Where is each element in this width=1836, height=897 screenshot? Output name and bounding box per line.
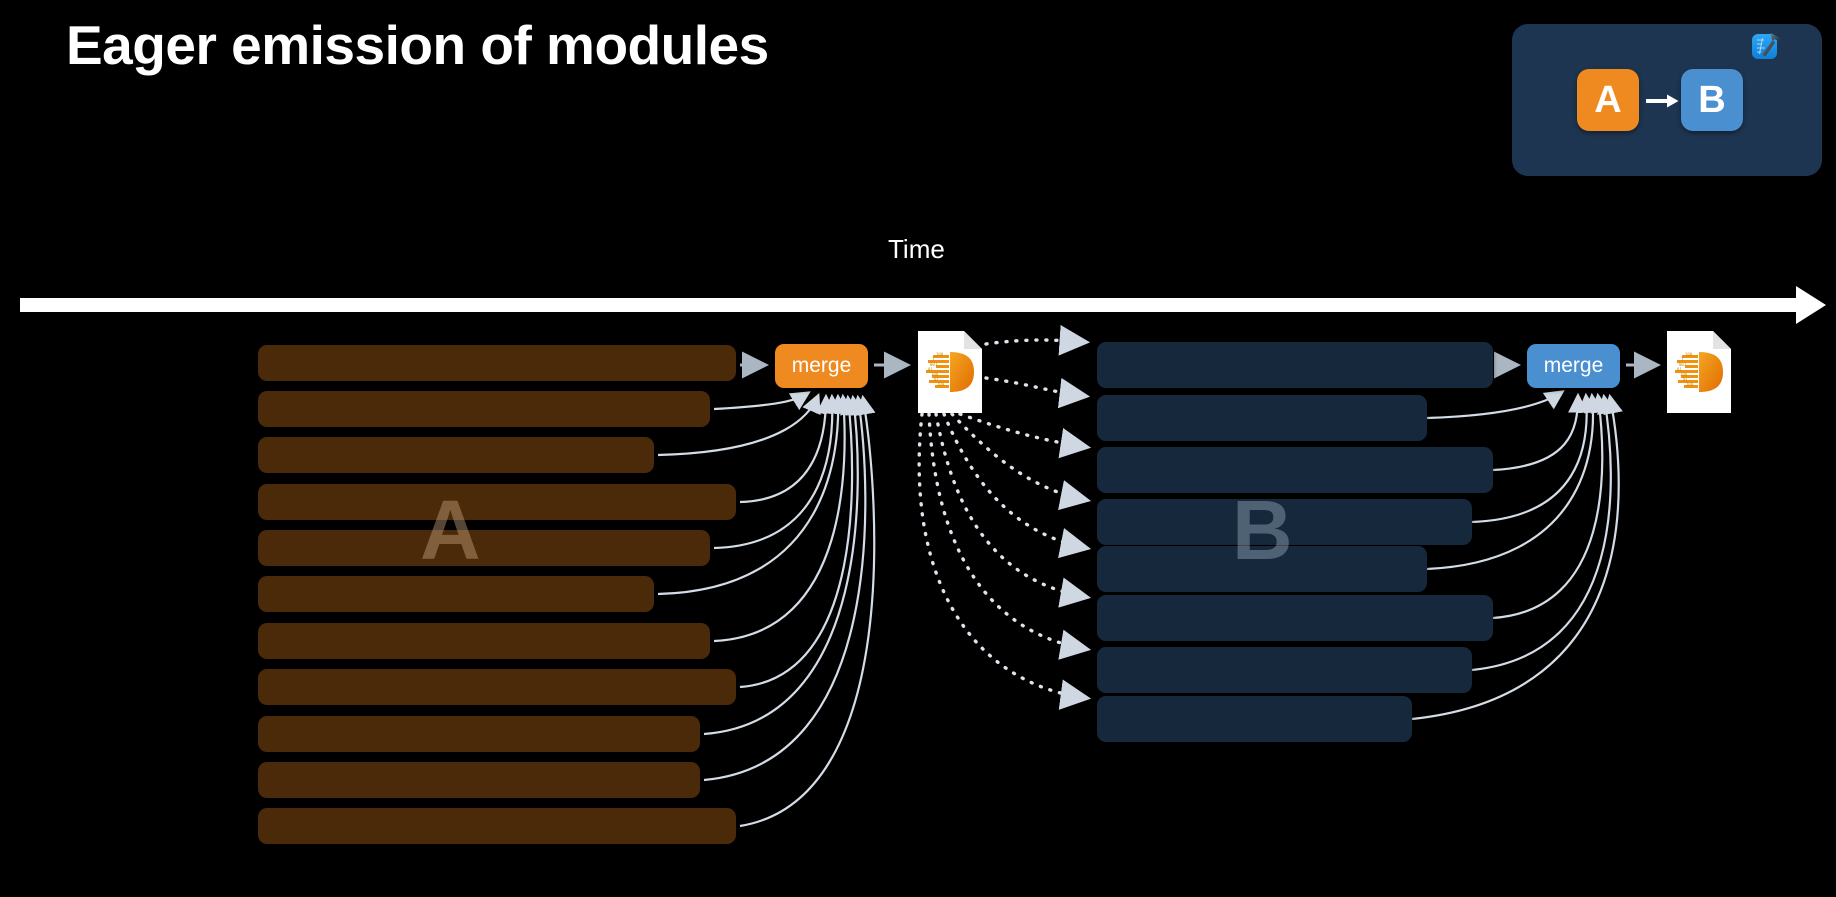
merge-node-a[interactable]: merge — [775, 344, 868, 388]
time-axis-label: Time — [888, 234, 945, 264]
module-document-icon: 100 1 001 01 100 01 100 — [1667, 331, 1731, 413]
module-bar-a — [258, 716, 700, 752]
svg-text:100: 100 — [1686, 382, 1694, 387]
module-bar-a — [258, 623, 710, 659]
module-bar-b — [1097, 595, 1493, 641]
legend-module-a-box: A — [1577, 69, 1639, 131]
module-bar-a — [258, 762, 700, 798]
svg-text:1: 1 — [932, 357, 935, 362]
svg-text:01: 01 — [928, 367, 933, 372]
merge-node-a-label: merge — [791, 354, 852, 377]
svg-text:100: 100 — [936, 352, 944, 357]
module-bar-a — [258, 576, 654, 612]
svg-text:100: 100 — [1680, 372, 1688, 377]
module-bar-a — [258, 391, 710, 427]
legend-card: A B — [1512, 24, 1822, 176]
merge-node-b-label: merge — [1543, 354, 1604, 377]
module-bar-a — [258, 530, 710, 566]
merge-node-b[interactable]: merge — [1527, 344, 1620, 388]
module-bar-b — [1097, 342, 1493, 388]
time-axis-arrow — [20, 286, 1826, 324]
module-bar-b — [1097, 447, 1493, 493]
module-bar-a — [258, 437, 654, 473]
module-document-icon: 100 1 001 01 100 01 100 — [918, 331, 982, 413]
legend-module-a-label: A — [1594, 78, 1622, 121]
xcode-hammer-icon — [1752, 33, 1781, 59]
module-bar-b — [1097, 395, 1427, 441]
module-bar-b — [1097, 647, 1472, 693]
svg-text:01: 01 — [1683, 377, 1688, 382]
svg-text:001: 001 — [930, 362, 938, 367]
module-bar-b — [1097, 499, 1472, 545]
page-title: Eager emission of modules — [66, 14, 769, 76]
svg-text:100: 100 — [937, 382, 945, 387]
svg-text:01: 01 — [1677, 367, 1682, 372]
svg-text:01: 01 — [934, 377, 939, 382]
legend-module-b-box: B — [1681, 69, 1743, 131]
module-bar-b — [1097, 546, 1427, 592]
svg-text:100: 100 — [931, 372, 939, 377]
module-bar-a — [258, 345, 736, 381]
svg-text:1: 1 — [1681, 357, 1684, 362]
legend-module-b-label: B — [1698, 78, 1726, 121]
module-bar-a — [258, 808, 736, 844]
right-arrow-icon — [1646, 94, 1679, 108]
svg-text:100: 100 — [1685, 352, 1693, 357]
module-bar-b — [1097, 696, 1412, 742]
module-bar-a — [258, 484, 736, 520]
svg-text:001: 001 — [1679, 362, 1687, 367]
module-bar-a — [258, 669, 736, 705]
